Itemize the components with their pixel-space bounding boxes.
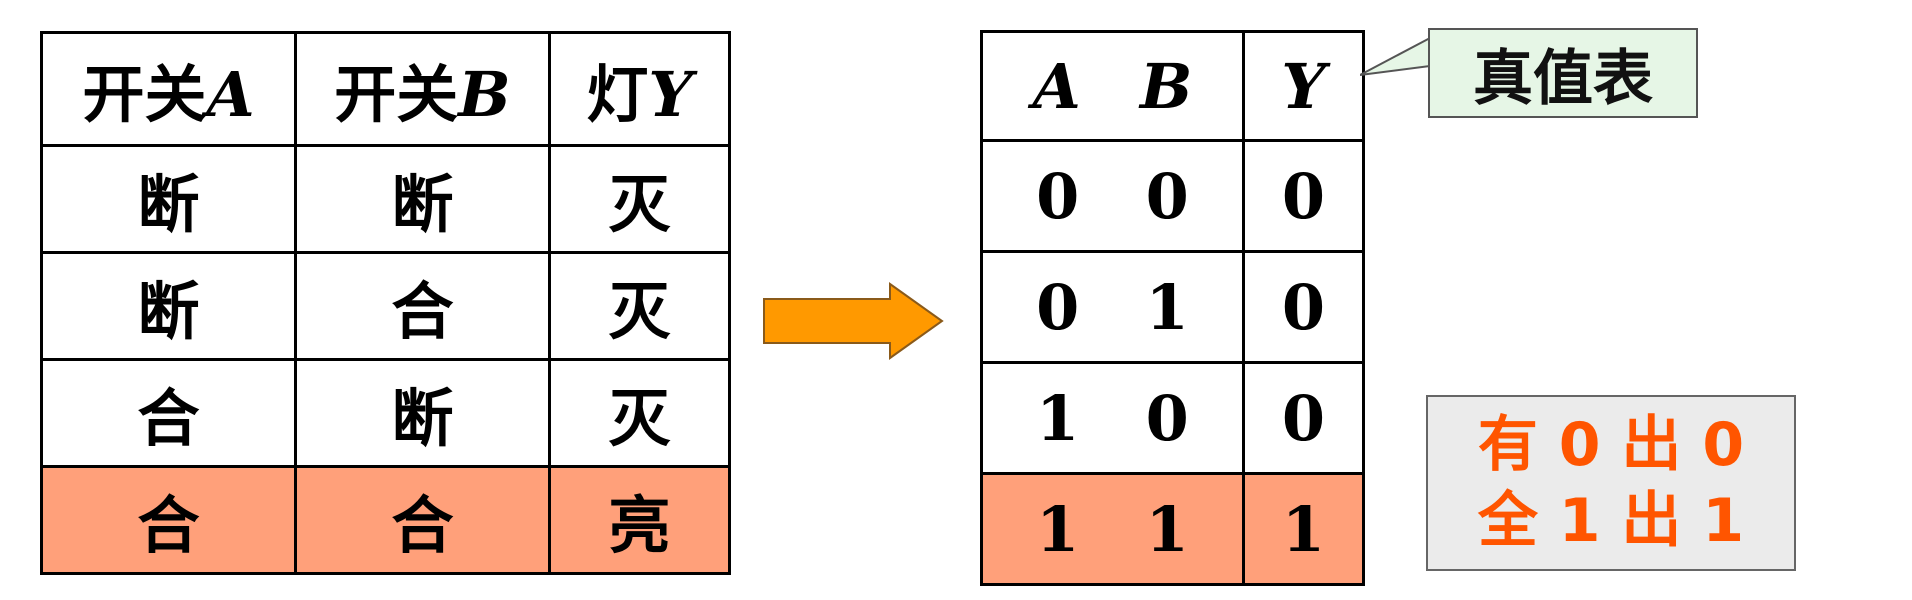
table-row: 断 断 灭: [40, 144, 731, 254]
table-header-row: A B Y: [980, 30, 1365, 142]
table-cell: 断: [40, 144, 297, 254]
value-b: 1: [1145, 270, 1189, 344]
table-cell: 灭: [548, 251, 731, 361]
truth-table-callout: 真值表: [1428, 28, 1698, 118]
table-header-row: 开关A 开关B 灯Y: [40, 31, 731, 147]
header-b: B: [1139, 49, 1193, 123]
table-cell: 合: [40, 358, 297, 468]
value-b: 1: [1145, 492, 1189, 566]
value-y: 0: [1242, 250, 1365, 364]
table-row: 合 断 灭: [40, 358, 731, 468]
table-row: 断 合 灭: [40, 251, 731, 361]
table-cell: 断: [294, 144, 551, 254]
table-cell: 亮: [548, 465, 731, 575]
header-lamp-y: 灯Y: [548, 31, 731, 147]
value-a: 0: [1036, 159, 1080, 233]
header-variable: B: [458, 58, 511, 131]
rule-line-2: 全 1 出 1: [1477, 486, 1745, 556]
value-a: 0: [1036, 270, 1080, 344]
rule-line-1: 有 0 出 0: [1477, 410, 1745, 480]
callout-label: 真值表: [1473, 43, 1653, 114]
header-variable: Y: [648, 58, 693, 131]
table-cell: 灭: [548, 144, 731, 254]
table-cell: 合: [294, 251, 551, 361]
header-switch-b: 开关B: [294, 31, 551, 147]
value-y: 0: [1242, 139, 1365, 253]
value-a: 1: [1036, 492, 1080, 566]
table-cell: 合: [294, 465, 551, 575]
table-cell: 灭: [548, 358, 731, 468]
value-y: 0: [1242, 361, 1365, 475]
header-text: 开关: [334, 58, 459, 131]
header-variable: A: [206, 58, 255, 131]
header-a: A: [1032, 49, 1081, 123]
table-cell: 合: [40, 465, 297, 575]
callout-pointer: [1360, 36, 1431, 76]
table-cell: 断: [294, 358, 551, 468]
value-b: 0: [1145, 159, 1189, 233]
table-row-highlighted: 合 合 亮: [40, 465, 731, 575]
header-text: 灯: [586, 58, 649, 131]
rule-summary-box: 有 0 出 0 全 1 出 1: [1426, 395, 1796, 571]
header-y: Y: [1242, 30, 1365, 142]
header-text: 开关: [82, 58, 207, 131]
header-inputs: A B: [980, 30, 1245, 142]
header-switch-a: 开关A: [40, 31, 297, 147]
value-b: 0: [1145, 381, 1189, 455]
value-a: 1: [1036, 381, 1080, 455]
right-arrow-icon: [763, 282, 944, 360]
switch-state-table: 开关A 开关B 灯Y 断 断 灭 断 合 灭 合 断 灭 合 合 亮: [40, 31, 731, 575]
value-y: 1: [1242, 472, 1365, 586]
table-cell: 断: [40, 251, 297, 361]
